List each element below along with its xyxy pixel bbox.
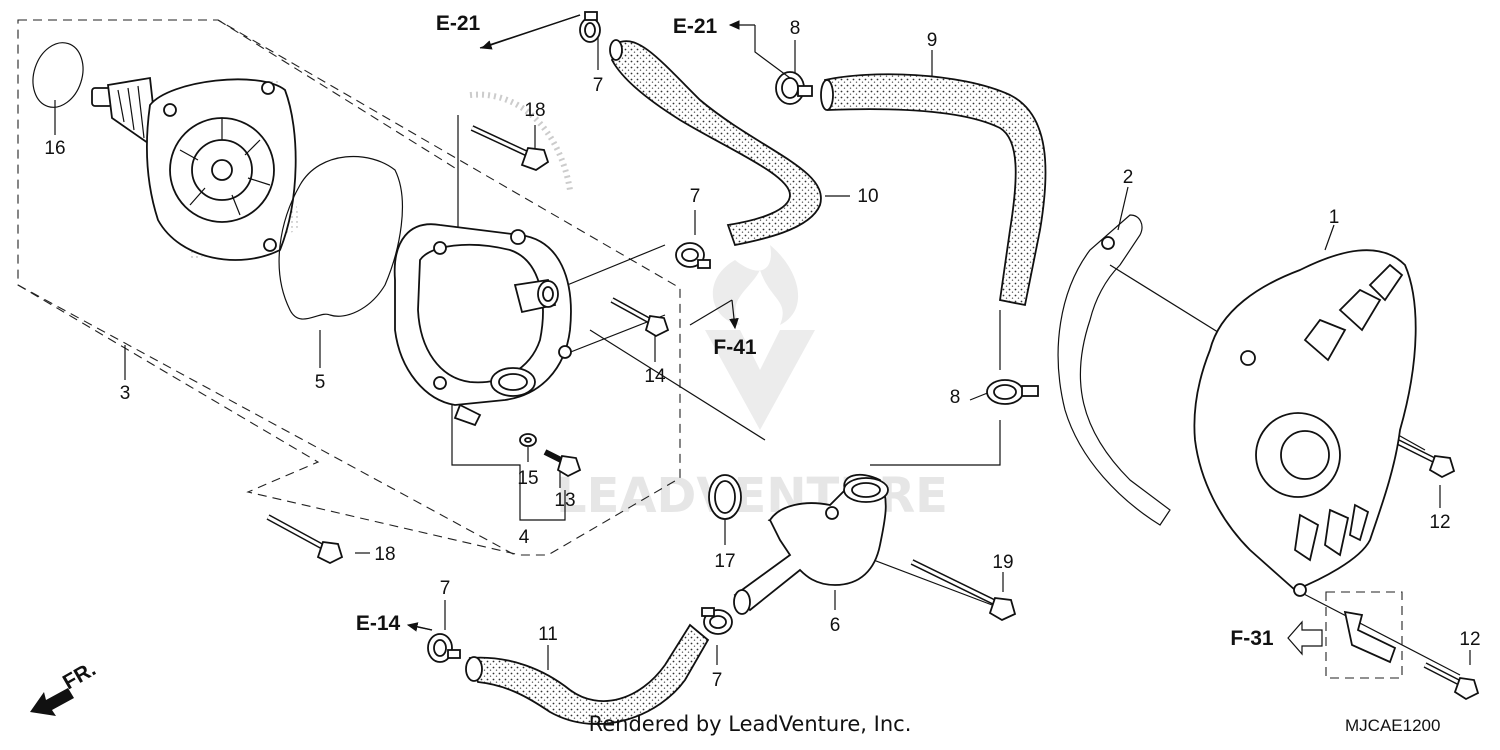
callout-4: 4 (519, 527, 530, 548)
front-label: FR. (59, 657, 100, 694)
hose-10-end (609, 39, 623, 61)
callout-2: 2 (1123, 167, 1134, 188)
f41-arrow (729, 299, 739, 330)
callout-7-left: 7 (440, 578, 451, 599)
callout-7-mid: 7 (690, 186, 701, 207)
watermark-text: LEADVENTURE (556, 468, 948, 524)
callout-6: 6 (830, 615, 841, 636)
diagram-code: MJCAE1200 (1345, 716, 1441, 735)
ref-e21-left[interactable]: E-21 (436, 12, 481, 35)
e21-right-arrow (754, 25, 791, 79)
water-pump-cover[interactable] (393, 91, 573, 427)
callout-14: 14 (644, 366, 666, 387)
pump-cover-1[interactable] (1193, 249, 1417, 597)
callout-18-bottom: 18 (374, 544, 395, 565)
callout-5: 5 (315, 372, 326, 393)
water-pipe-6[interactable] (733, 473, 889, 615)
gasket-2-hole (1101, 236, 1115, 250)
hose-9[interactable] (824, 73, 1047, 307)
bolt-12-lower[interactable] (1423, 662, 1480, 701)
callout-7-top: 7 (593, 75, 604, 96)
hose-9-end (820, 79, 834, 111)
callout-16: 16 (44, 138, 65, 159)
callout-8-bottom: 8 (950, 387, 961, 408)
hose-11-end (465, 656, 483, 682)
callout-10: 10 (857, 186, 878, 207)
credit-text: Rendered by LeadVenture, Inc. (588, 712, 912, 736)
callout-7-right: 7 (712, 670, 723, 691)
front-arrow-icon: FR. (30, 657, 100, 716)
callout-3: 3 (120, 383, 131, 404)
impeller-shaft-body[interactable] (91, 76, 300, 261)
hose-10[interactable] (610, 40, 822, 247)
watermark: LEADVENTURE (556, 245, 948, 524)
gasket-2[interactable] (1057, 214, 1171, 526)
hose-clamp-7-right[interactable] (701, 607, 733, 635)
callout-18-top: 18 (524, 100, 545, 121)
callout-15: 15 (517, 468, 538, 489)
f31-arrow (1287, 620, 1323, 656)
hose-clamp-7-mid[interactable] (675, 242, 711, 269)
ref-f31[interactable]: F-31 (1230, 627, 1274, 650)
e14-arrow (406, 622, 433, 632)
hose-clamp-7-top[interactable] (579, 11, 601, 43)
bolt-18-top[interactable] (470, 125, 550, 171)
callout-8-top: 8 (790, 18, 801, 39)
ref-e21-right[interactable]: E-21 (673, 15, 718, 38)
e21-left-arrow (480, 14, 581, 50)
callout-19: 19 (992, 552, 1013, 573)
callout-11: 11 (538, 624, 558, 645)
ref-e14[interactable]: E-14 (356, 612, 401, 635)
hose-11[interactable] (468, 623, 710, 725)
callout-17: 17 (714, 551, 735, 572)
callout-1: 1 (1329, 207, 1340, 228)
o-ring-17[interactable] (708, 474, 742, 520)
hose-clamp-8-top[interactable] (775, 71, 813, 105)
hose-clamp-8-bottom[interactable] (986, 379, 1039, 405)
callout-12-upper: 12 (1429, 512, 1450, 533)
callouts: 1 2 3 4 5 6 7 7 7 7 8 8 9 10 11 12 12 13… (44, 18, 1480, 691)
gasket-5[interactable] (278, 155, 404, 320)
bolt-18-bottom[interactable] (266, 514, 344, 565)
hose-clamp-7-left[interactable] (427, 633, 461, 663)
ref-f41[interactable]: F-41 (713, 336, 757, 359)
bolt-19[interactable] (910, 559, 1017, 622)
bolt-13[interactable] (543, 449, 582, 478)
o-ring-16[interactable] (25, 36, 91, 114)
cable-guide-box (1325, 591, 1403, 679)
callout-13: 13 (554, 490, 575, 511)
bolt-14[interactable] (610, 297, 670, 338)
callout-9: 9 (927, 30, 938, 51)
callout-12-lower: 12 (1459, 629, 1480, 650)
washer-15[interactable] (519, 433, 537, 447)
section-references[interactable]: E-21 E-21 F-41 E-14 F-31 (356, 12, 1274, 650)
pump-assembly-outline (17, 19, 681, 556)
bolt-12-upper[interactable] (1396, 439, 1456, 479)
